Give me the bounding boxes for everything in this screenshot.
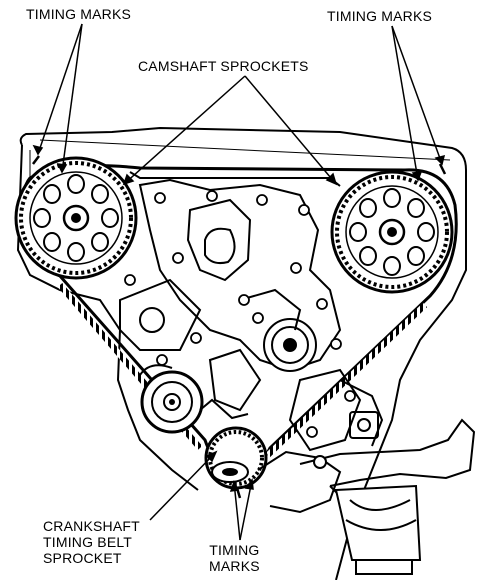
crankshaft-label-line2: TIMING BELT — [43, 534, 133, 550]
left-camshaft-sprocket — [14, 156, 138, 280]
bolt-heads — [124, 190, 356, 438]
idler-pulley — [140, 370, 204, 434]
camshaft-sprockets-label: CAMSHAFT SPROCKETS — [138, 58, 309, 74]
crankshaft-label-line3: SPROCKET — [43, 550, 122, 566]
crankshaft-label-line1: CRANKSHAFT — [43, 518, 140, 534]
engine-mount-bracket — [299, 418, 476, 575]
engine-block-center — [119, 178, 362, 452]
timing-marks-right-label: TIMING MARKS — [327, 8, 433, 24]
timing-marks-left-label: TIMING MARKS — [26, 6, 132, 22]
leader-lines — [32, 23, 446, 541]
right-camshaft-sprocket — [330, 170, 454, 294]
timing-marks-bottom-line2: MARKS — [209, 558, 260, 574]
timing-marks-bottom-label: TIMING MARKS — [209, 542, 260, 574]
timing-marks-bottom-line1: TIMING — [209, 542, 260, 558]
crankshaft-sprocket-label: CRANKSHAFT TIMING BELT SPROCKET — [43, 518, 140, 566]
lower-housing — [199, 379, 384, 514]
crankshaft-sprocket — [204, 426, 268, 490]
